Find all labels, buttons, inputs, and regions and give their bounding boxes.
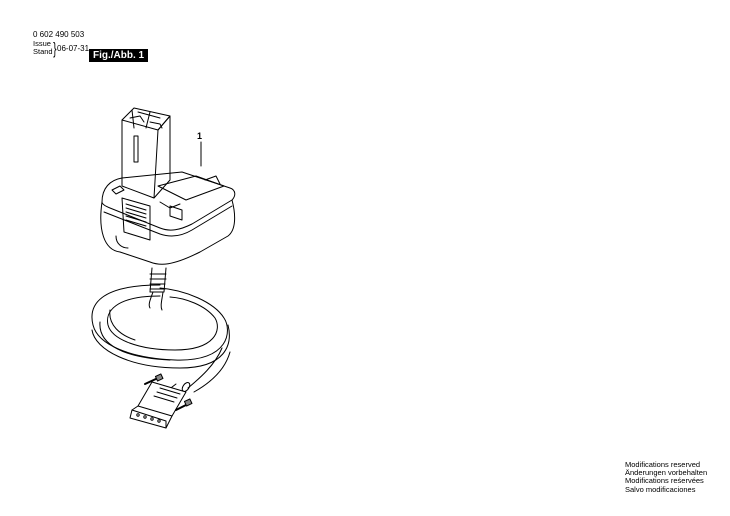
footer-line-en: Modifications reserved	[625, 460, 701, 469]
footer-line-es: Salvo modificaciones	[625, 484, 696, 494]
issue-date: 06-07-31	[57, 44, 90, 53]
part-number: 0 602 490 503	[33, 30, 85, 39]
connector-icon	[129, 373, 193, 429]
issue-label: Issue	[33, 39, 51, 48]
callout-1: 1	[197, 131, 203, 141]
footer-line-de: Änderungen vorbehalten	[625, 468, 708, 478]
cable-icon	[91, 267, 231, 402]
brace-icon: }	[53, 39, 57, 58]
stand-label: Stand	[33, 47, 53, 56]
figure-label: Fig./Abb. 1	[89, 49, 149, 62]
modifications-notice: Modifications reserved Änderungen vorbeh…	[625, 460, 708, 494]
footer-line-fr: Modifications reśervées	[625, 476, 704, 486]
issue-labels: Issue Stand	[33, 40, 53, 56]
battery-pack-icon	[100, 107, 236, 265]
